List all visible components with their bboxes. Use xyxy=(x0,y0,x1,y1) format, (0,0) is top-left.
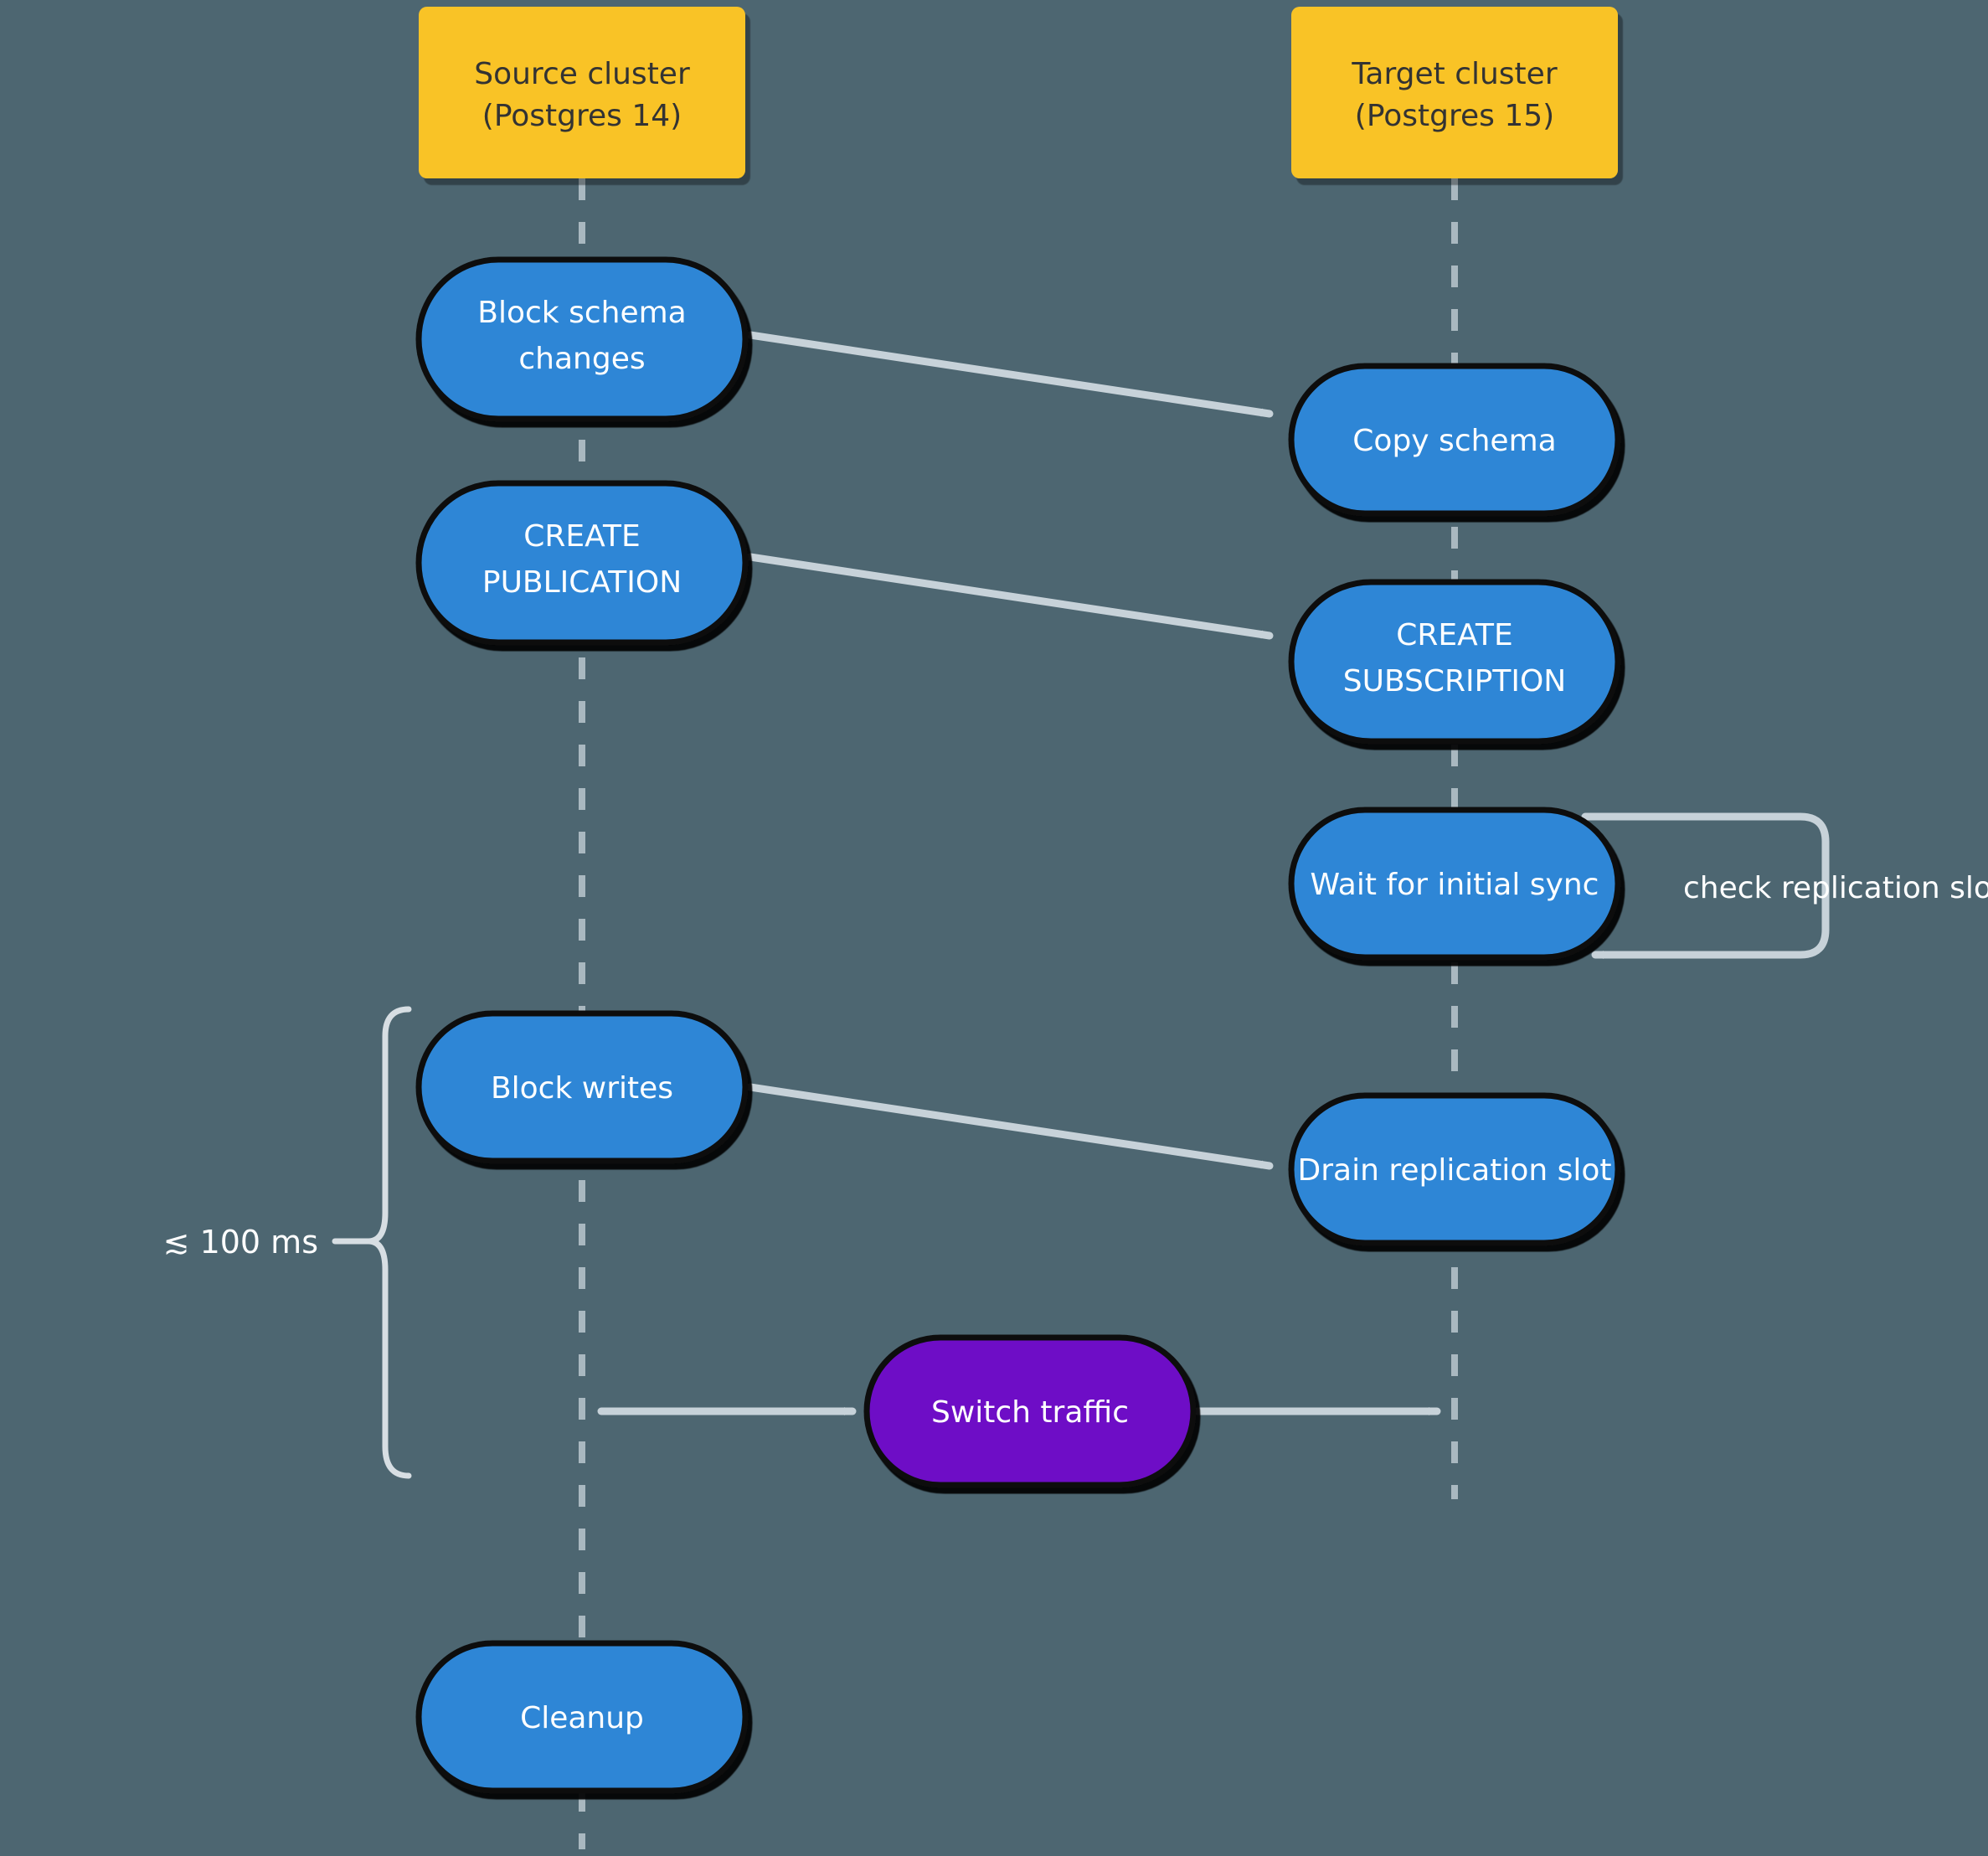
node-wait-for-initial-sync-shape[interactable] xyxy=(1288,807,1621,961)
node-create-publication-line-1: CREATE xyxy=(523,519,640,554)
node-cleanup[interactable]: Cleanup xyxy=(415,1640,749,1794)
node-create-publication-line-2: PUBLICATION xyxy=(482,565,682,600)
node-create-subscription-shape[interactable] xyxy=(1288,579,1621,745)
node-switch-traffic-shape[interactable] xyxy=(863,1334,1197,1488)
participant-target-box[interactable] xyxy=(1291,7,1618,178)
latency-brace-label: ≲ 100 ms xyxy=(163,1224,318,1261)
node-block-writes[interactable]: Block writes xyxy=(415,1010,749,1164)
node-wait-for-initial-sync-label: Wait for initial sync xyxy=(1311,868,1599,902)
node-cleanup-label: Cleanup xyxy=(520,1701,644,1735)
participant-target[interactable]: Target cluster (Postgres 15) xyxy=(1291,7,1618,178)
edges xyxy=(597,331,1441,1415)
participant-source-name: Source cluster xyxy=(474,57,690,91)
node-copy-schema[interactable]: Copy schema xyxy=(1288,363,1621,517)
edge-block-schema-to-copy-schema xyxy=(746,331,1274,418)
edge-block-writes-to-drain xyxy=(746,1083,1274,1170)
self-loop-label: check replication slots xyxy=(1683,871,1988,905)
node-switch-traffic[interactable]: Switch traffic xyxy=(863,1334,1197,1488)
node-copy-schema-shape[interactable] xyxy=(1288,363,1621,517)
node-block-schema-changes[interactable]: Block schema changes xyxy=(415,256,749,422)
node-drain-replication-slot-shape[interactable] xyxy=(1288,1092,1621,1246)
participant-source-version: (Postgres 14) xyxy=(482,99,682,133)
participant-target-version: (Postgres 15) xyxy=(1355,99,1554,133)
node-create-subscription-line-1: CREATE xyxy=(1396,618,1512,652)
node-wait-for-initial-sync[interactable]: Wait for initial sync xyxy=(1288,807,1621,961)
node-drain-replication-slot[interactable]: Drain replication slot xyxy=(1288,1092,1621,1246)
node-create-publication[interactable]: CREATE PUBLICATION xyxy=(415,480,749,646)
node-switch-traffic-label: Switch traffic xyxy=(931,1395,1129,1430)
participant-source-box[interactable] xyxy=(419,7,745,178)
node-cleanup-shape[interactable] xyxy=(415,1640,749,1794)
node-create-publication-shape[interactable] xyxy=(415,480,749,646)
node-copy-schema-label: Copy schema xyxy=(1352,424,1556,458)
latency-brace xyxy=(332,1006,412,1479)
participant-source[interactable]: Source cluster (Postgres 14) xyxy=(419,7,745,178)
node-block-writes-shape[interactable] xyxy=(415,1010,749,1164)
node-block-writes-label: Block writes xyxy=(491,1071,673,1106)
node-block-schema-changes-line-1: Block schema xyxy=(477,296,686,330)
participant-target-name: Target cluster xyxy=(1351,57,1557,91)
self-loop-check-replication-slots xyxy=(1581,812,1830,959)
node-create-subscription-line-2: SUBSCRIPTION xyxy=(1343,664,1566,699)
self-loop-path xyxy=(1581,812,1830,959)
edge-publication-to-subscription xyxy=(746,553,1274,640)
node-create-subscription[interactable]: CREATE SUBSCRIPTION xyxy=(1288,579,1621,745)
node-block-schema-changes-shape[interactable] xyxy=(415,256,749,422)
node-drain-replication-slot-label: Drain replication slot xyxy=(1297,1153,1611,1188)
node-block-schema-changes-line-2: changes xyxy=(518,342,645,376)
latency-brace-path xyxy=(368,1006,412,1479)
